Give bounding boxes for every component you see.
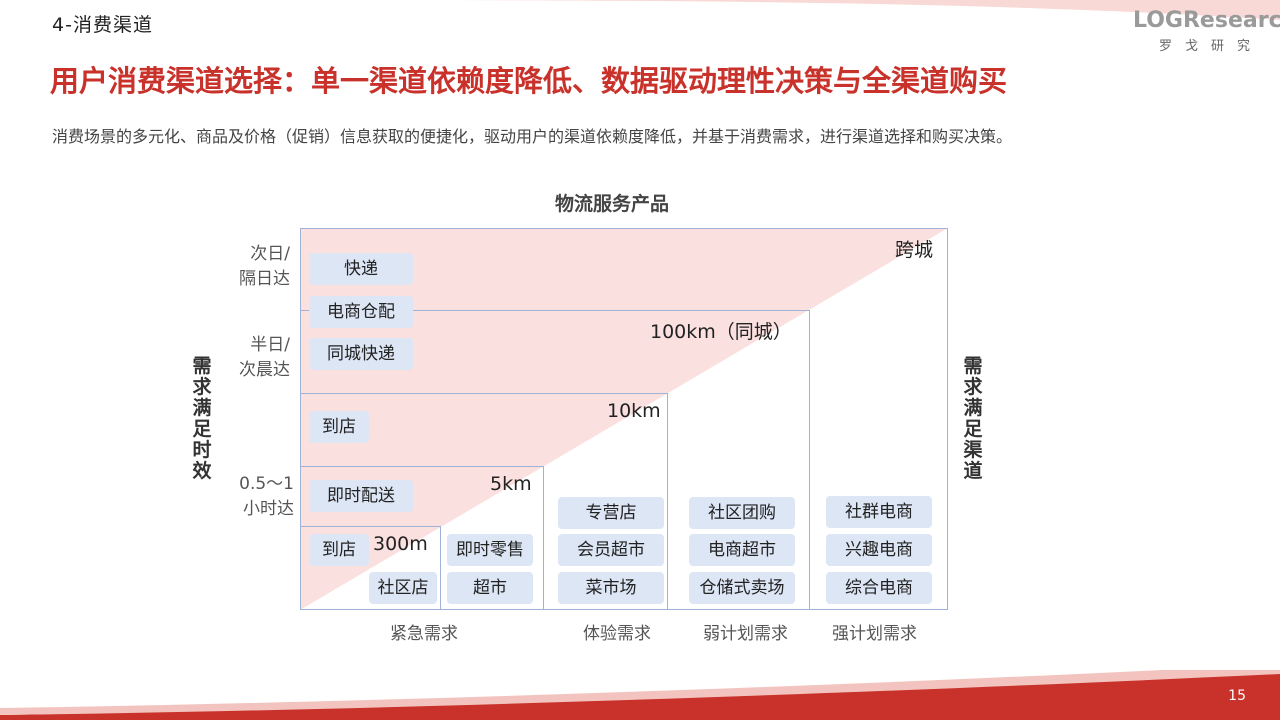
tag-community-group-buy: 社区团购 bbox=[689, 497, 795, 529]
logo: LOGResearch 罗戈研究 bbox=[1133, 8, 1280, 60]
bottom-tick-experience: 体验需求 bbox=[583, 624, 651, 644]
zone-label-10km: 10km bbox=[607, 400, 661, 422]
logo-mark: LOGResearch bbox=[1133, 8, 1280, 33]
tag-online-supermarket: 电商超市 bbox=[689, 534, 795, 566]
zone-label-300m: 300m bbox=[373, 533, 428, 555]
left-tick-hour: 0.5～1 小时达 bbox=[239, 474, 294, 519]
tag-membership-supermarket: 会员超市 bbox=[558, 534, 664, 566]
diagram-title: 物流服务产品 bbox=[555, 193, 670, 215]
tag-in-store-300m: 到店 bbox=[309, 534, 369, 566]
footer-decoration bbox=[0, 670, 1280, 720]
timeliness-triangle bbox=[300, 228, 948, 610]
tag-instant-delivery: 即时配送 bbox=[309, 480, 413, 512]
tag-social-ecommerce: 社群电商 bbox=[826, 496, 932, 528]
zone-label-5km: 5km bbox=[490, 473, 532, 495]
diagram-background bbox=[300, 228, 948, 610]
section-label: 4-消费渠道 bbox=[52, 14, 153, 36]
left-tick-nextday: 次日/ 隔日达 bbox=[239, 244, 290, 289]
tag-in-store-10km: 到店 bbox=[309, 411, 369, 443]
page-title: 用户消费渠道选择：单一渠道依赖度降低、数据驱动理性决策与全渠道购买 bbox=[50, 64, 1008, 98]
logo-subtitle: 罗戈研究 bbox=[1158, 39, 1263, 54]
page-subtitle: 消费场景的多元化、商品及价格（促销）信息获取的便捷化，驱动用户的渠道依赖度降低，… bbox=[52, 127, 1013, 146]
zone-300m-frame bbox=[300, 526, 441, 610]
tag-ecommerce-warehouse: 电商仓配 bbox=[309, 296, 413, 328]
page-number: 15 bbox=[1228, 688, 1246, 704]
tag-warehouse-store: 仓储式卖场 bbox=[689, 572, 795, 604]
tag-intracity-express: 同城快递 bbox=[309, 338, 413, 370]
tag-interest-ecommerce: 兴趣电商 bbox=[826, 534, 932, 566]
right-axis-title: 需求满足渠道 bbox=[963, 355, 983, 482]
tag-specialty-store: 专营店 bbox=[558, 497, 664, 529]
zone-label-100km: 100km（同城） bbox=[650, 321, 792, 343]
tag-supermarket: 超市 bbox=[447, 572, 533, 604]
left-tick-halfday: 半日/ 次晨达 bbox=[239, 335, 290, 380]
header-decoration bbox=[300, 0, 1280, 20]
bottom-tick-weak-plan: 弱计划需求 bbox=[703, 624, 788, 644]
zone-label-crosscity: 跨城 bbox=[895, 239, 934, 261]
tag-instant-retail: 即时零售 bbox=[447, 534, 533, 566]
tag-general-ecommerce: 综合电商 bbox=[826, 572, 932, 604]
tag-community-store: 社区店 bbox=[369, 572, 437, 604]
left-axis-title: 需求满足时效 bbox=[192, 355, 212, 482]
bottom-tick-strong-plan: 强计划需求 bbox=[832, 624, 917, 644]
bottom-tick-urgent: 紧急需求 bbox=[390, 624, 458, 644]
tag-express: 快递 bbox=[309, 253, 413, 285]
tag-wet-market: 菜市场 bbox=[558, 572, 664, 604]
